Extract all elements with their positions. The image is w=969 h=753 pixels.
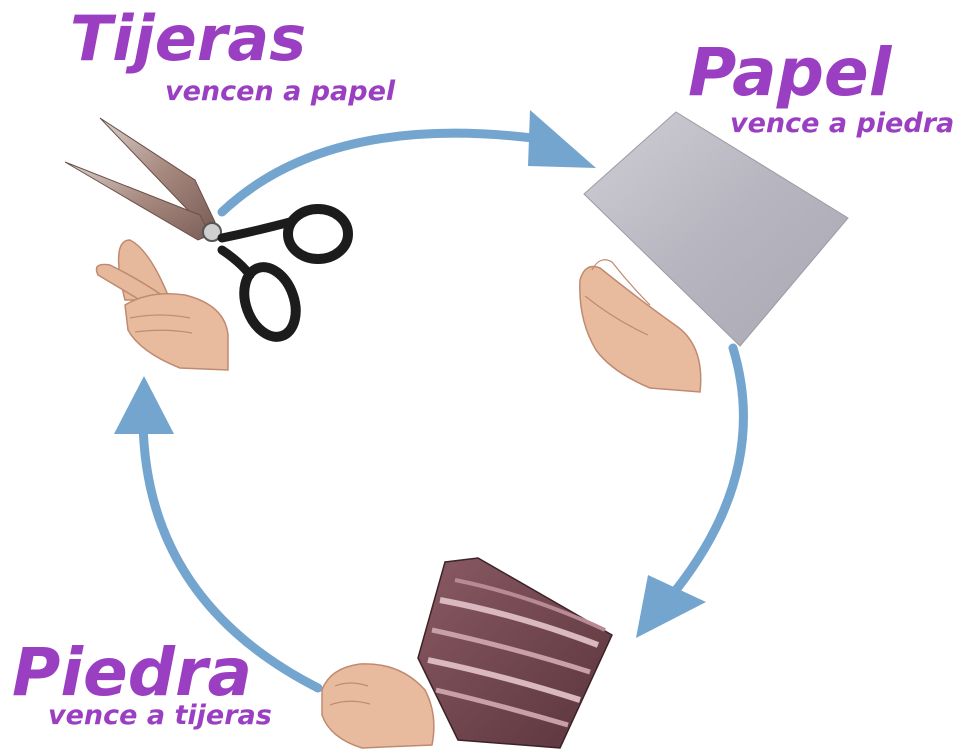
title-tijeras: Tijeras [70,2,307,75]
hand-rock-gesture-icon [321,663,435,749]
title-papel: Papel [688,34,892,111]
rock-icon [417,557,613,749]
subtitle-tijeras: vencen a papel [165,76,396,107]
paper-icon [583,111,849,347]
title-piedra: Piedra [12,634,253,711]
arrow-piedra-to-tijeras [114,376,323,693]
hand-scissors-gesture-icon [95,239,229,371]
scissors-icon [64,117,353,342]
subtitle-papel: vence a piedra [730,108,955,139]
hand-paper-gesture-icon [579,259,702,393]
subtitle-piedra: vence a tijeras [48,700,272,731]
arrow-tijeras-to-papel [217,110,596,217]
arrow-papel-to-piedra [636,343,748,638]
